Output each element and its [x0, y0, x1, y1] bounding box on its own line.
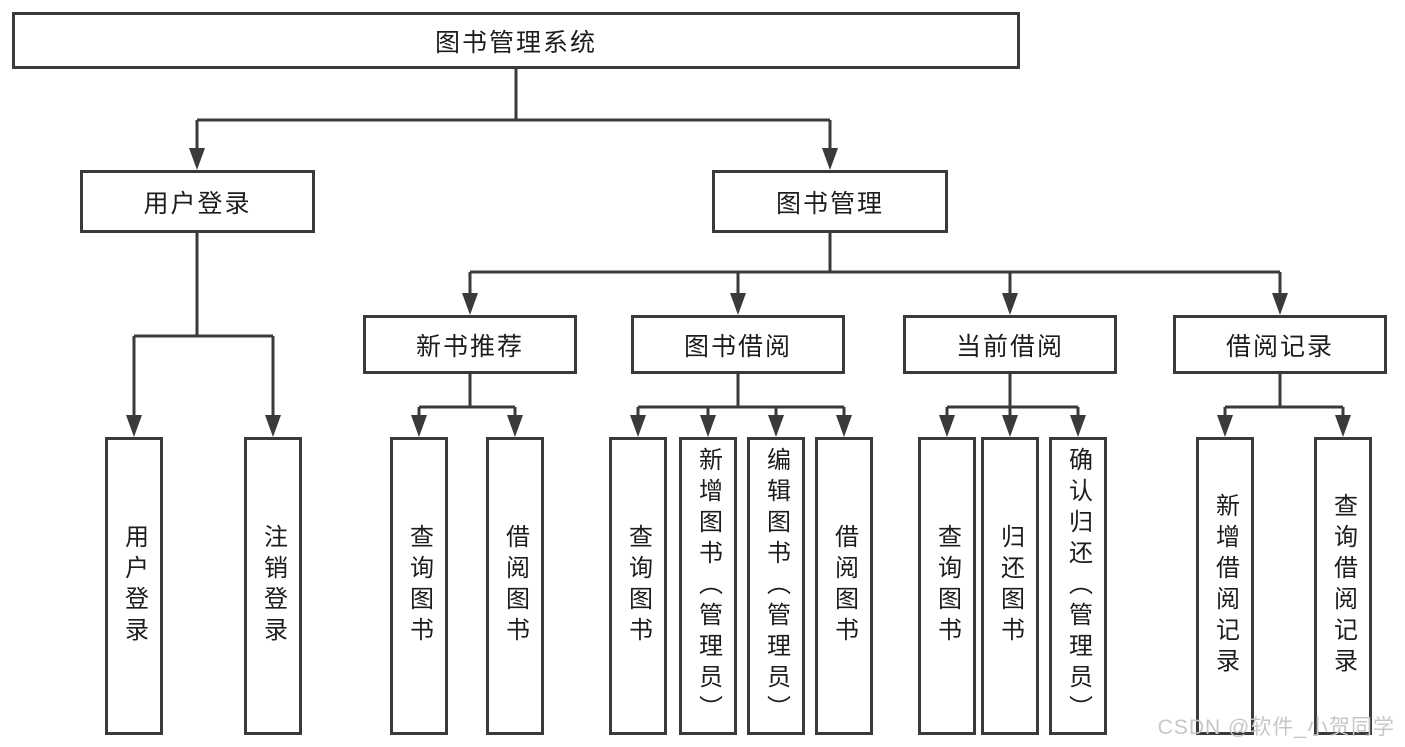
node-label: 新增借阅记录	[1211, 493, 1239, 679]
leaf-user-login: 用户登录	[105, 437, 163, 735]
node-borrow-records: 借阅记录	[1173, 315, 1387, 374]
leaf-query-books-recommend: 查询图书	[390, 437, 448, 735]
node-label: 注销登录	[259, 524, 287, 648]
node-label: 新增图书（管理员）	[694, 446, 722, 726]
leaf-return-books: 归还图书	[981, 437, 1039, 735]
leaf-edit-books-admin: 编辑图书（管理员）	[747, 437, 805, 735]
node-root-system: 图书管理系统	[12, 12, 1020, 69]
node-label: 借阅图书	[501, 524, 529, 648]
node-label: 查询借阅记录	[1329, 493, 1357, 679]
leaf-query-books-current: 查询图书	[918, 437, 976, 735]
node-label: 图书管理	[775, 189, 884, 218]
leaf-logout: 注销登录	[244, 437, 302, 735]
leaf-confirm-return-admin: 确认归还（管理员）	[1049, 437, 1107, 735]
node-new-book-recommend: 新书推荐	[363, 315, 577, 374]
leaf-borrow-books: 借阅图书	[815, 437, 873, 735]
csdn-watermark: CSDN @软件_小贺同学	[1157, 716, 1395, 739]
node-label: 借阅记录	[1225, 332, 1334, 361]
node-label: 查询图书	[933, 524, 961, 648]
node-label: 图书管理系统	[434, 28, 597, 57]
node-label: 用户登录	[120, 524, 148, 648]
node-label: 当前借阅	[955, 332, 1064, 361]
arrowhead-icons	[126, 148, 1351, 437]
leaf-borrow-books-recommend: 借阅图书	[486, 437, 544, 735]
node-label: 确认归还（管理员）	[1064, 446, 1092, 726]
node-label: 查询图书	[624, 524, 652, 648]
node-label: 归还图书	[996, 524, 1024, 648]
node-user-login: 用户登录	[80, 170, 315, 233]
node-book-management: 图书管理	[712, 170, 948, 233]
node-current-borrow: 当前借阅	[903, 315, 1117, 374]
node-label: 查询图书	[405, 524, 433, 648]
node-book-borrow: 图书借阅	[631, 315, 845, 374]
node-label: 编辑图书（管理员）	[762, 446, 790, 726]
node-label: 图书借阅	[683, 332, 792, 361]
leaf-query-borrow-record: 查询借阅记录	[1314, 437, 1372, 735]
leaf-add-borrow-record: 新增借阅记录	[1196, 437, 1254, 735]
node-label: 用户登录	[143, 189, 252, 218]
leaf-query-books-borrow: 查询图书	[609, 437, 667, 735]
leaf-add-books-admin: 新增图书（管理员）	[679, 437, 737, 735]
node-label: 新书推荐	[415, 332, 524, 361]
node-label: 借阅图书	[830, 524, 858, 648]
